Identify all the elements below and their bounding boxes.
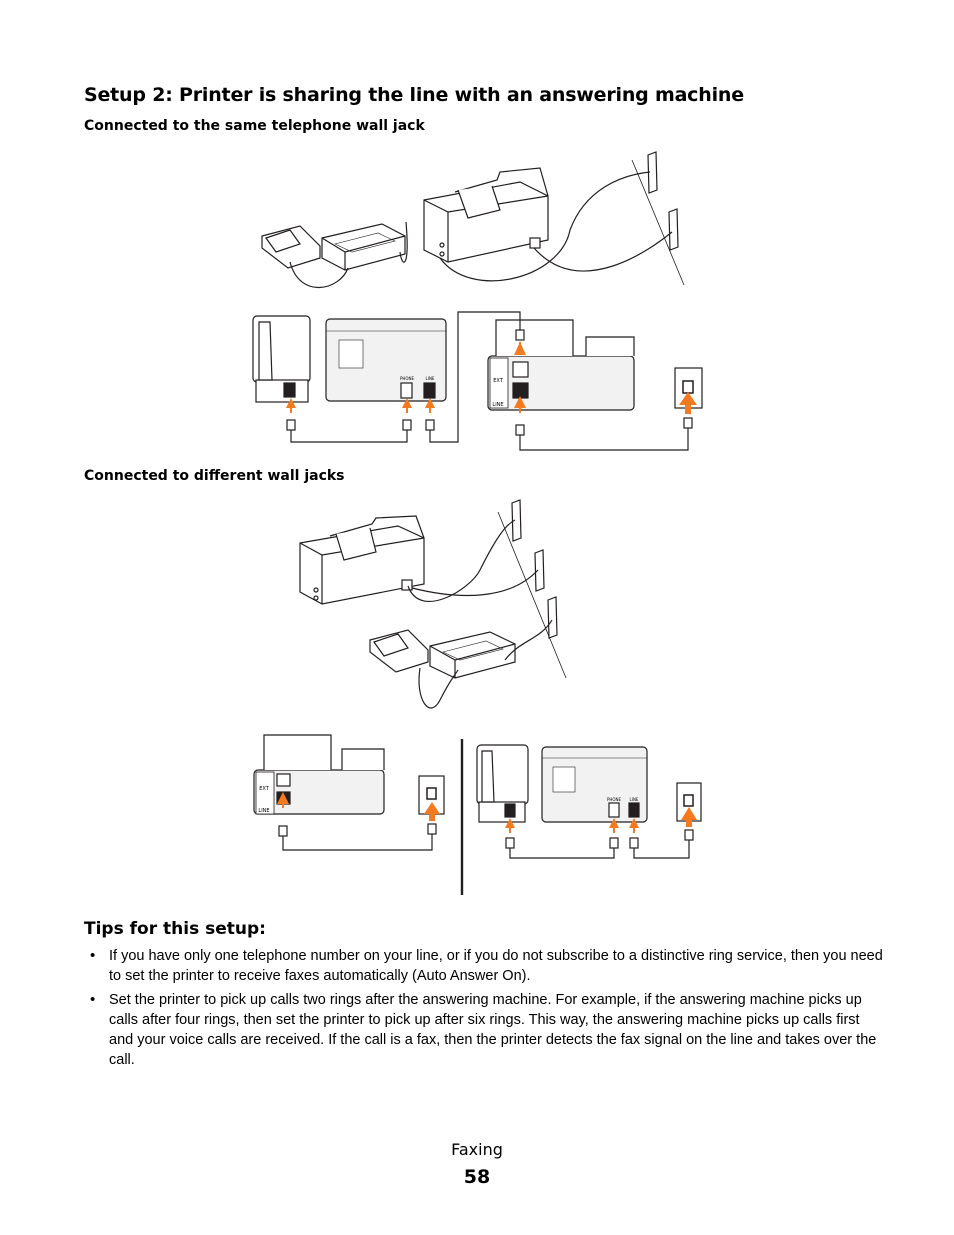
section-title-different-jacks: Connected to different wall jacks	[84, 468, 345, 484]
label-line-port-3: LINE	[630, 797, 639, 802]
tips-list: If you have only one telephone number on…	[84, 946, 884, 1074]
tip-item: Set the printer to pick up calls two rin…	[84, 990, 884, 1070]
tip-item: If you have only one telephone number on…	[84, 946, 884, 986]
section-title-same-jack: Connected to the same telephone wall jac…	[84, 118, 425, 134]
tips-title: Tips for this setup:	[84, 919, 266, 939]
label-phone-port: PHONE	[400, 376, 415, 381]
footer-section-label: Faxing	[451, 1140, 503, 1159]
page-number: 58	[463, 1166, 491, 1188]
page-heading: Setup 2: Printer is sharing the line wit…	[84, 84, 744, 106]
label-line-port: LINE	[426, 376, 435, 381]
label-ext-port: EXT	[493, 378, 503, 384]
label-line-port-2: LINE	[258, 808, 269, 814]
label-line-port-printer: LINE	[492, 402, 503, 408]
label-phone-port-2: PHONE	[607, 797, 622, 802]
label-ext-port-2: EXT	[259, 786, 269, 792]
